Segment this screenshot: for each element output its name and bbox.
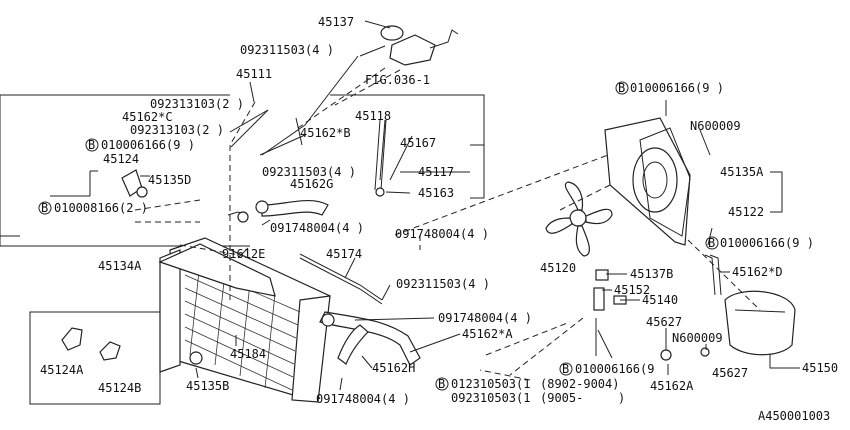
leader-lines [50, 20, 761, 391]
label-fig: FIG.036-1 [365, 73, 430, 87]
label-091748004-b: 091748004(4 ) [395, 227, 489, 241]
label-45627-b: 45627 [712, 366, 748, 380]
reserve-cap [380, 25, 459, 66]
bolt-symbol: B [435, 377, 449, 391]
overflow-tank [724, 290, 796, 356]
label-092313103-a: 092313103(2 ) [150, 97, 244, 111]
bolt-symbol: B [615, 81, 629, 95]
label-45111: 45111 [236, 67, 272, 81]
bolt-symbol: B [559, 362, 573, 376]
label-45162h: 45162H [372, 361, 415, 375]
label-45167: 45167 [400, 136, 436, 150]
label-092313103-b: 092313103(2 ) [130, 123, 224, 137]
label-b010006166-top: 010006166(9 ) [630, 81, 724, 95]
label-8902-9004: (8902-9004) [540, 377, 619, 391]
label-91612e: 91612E [222, 247, 265, 261]
label-45627-a: 45627 [646, 315, 682, 329]
label-45124b: 45124B [98, 381, 141, 395]
label-9005: (9005- [540, 391, 583, 405]
hoses [227, 119, 722, 366]
label-45135a: 45135A [720, 165, 764, 179]
label-45124: 45124 [103, 152, 139, 166]
label-45162a2: 45162A [650, 379, 694, 393]
svg-text:B: B [438, 377, 445, 391]
label-n600009-low: N600009 [672, 331, 723, 345]
bolt-symbol: B [85, 138, 99, 152]
label-45135d: 45135D [148, 173, 191, 187]
fan-shroud [604, 117, 691, 246]
label-b010006166-left: 010006166(9 ) [101, 138, 195, 152]
label-45134a: 45134A [98, 259, 142, 273]
label-091748004-c: 091748004(4 ) [438, 311, 532, 325]
label-45174: 45174 [326, 247, 362, 261]
svg-text:B: B [708, 236, 715, 250]
part-labels: 45137 092311503(4 ) FIG.036-1 45111 0923… [40, 15, 838, 423]
bolt-symbol: B [38, 201, 52, 215]
label-092311503-top: 092311503(4 ) [240, 43, 334, 57]
label-45137: 45137 [318, 15, 354, 29]
label-45117: 45117 [418, 165, 454, 179]
label-45122: 45122 [728, 205, 764, 219]
label-45124a: 45124A [40, 363, 84, 377]
label-45137b: 45137B [630, 267, 673, 281]
label-45184: 45184 [230, 347, 266, 361]
inset-brackets [61, 169, 148, 361]
diagram-id: A450001003 [758, 409, 830, 423]
svg-text:B: B [88, 138, 95, 152]
label-091748004-a: 091748004(4 ) [270, 221, 364, 235]
label-092311503-low: 092311503(4 ) [396, 277, 490, 291]
label-b012310503: 012310503(1 [451, 377, 530, 391]
bolt-symbol: B [705, 236, 719, 250]
label-45162d: 45162*D [732, 265, 783, 279]
label-45152: 45152 [614, 283, 650, 297]
svg-text:B: B [41, 201, 48, 215]
label-b010006166-right: 010006166(9 ) [720, 236, 814, 250]
label-45150: 45150 [802, 361, 838, 375]
label-45135b: 45135B [186, 379, 229, 393]
label-45120: 45120 [540, 261, 576, 275]
label-b010008166: 010008166(2 ) [54, 201, 148, 215]
label-paren: ) [618, 391, 625, 405]
label-45118: 45118 [355, 109, 391, 123]
label-n600009-top: N600009 [690, 119, 741, 133]
bolt-symbols: B B B B B B [38, 81, 719, 391]
label-45162c: 45162*C [122, 110, 173, 124]
svg-text:B: B [618, 81, 625, 95]
svg-text:B: B [562, 362, 569, 376]
label-45140: 45140 [642, 293, 678, 307]
label-b010006166-low: 010006166(9 [575, 362, 654, 376]
label-45162a: 45162*A [462, 327, 513, 341]
cooling-fan [545, 181, 613, 257]
label-092311503-mid: 092311503(4 ) [262, 165, 356, 179]
label-091748004-d: 091748004(4 ) [316, 392, 410, 406]
label-45163: 45163 [418, 186, 454, 200]
label-45162g: 45162G [290, 177, 333, 191]
label-092310503: 092310503(1 [451, 391, 530, 405]
label-45162b: 45162*B [300, 126, 351, 140]
radiator [158, 237, 331, 403]
